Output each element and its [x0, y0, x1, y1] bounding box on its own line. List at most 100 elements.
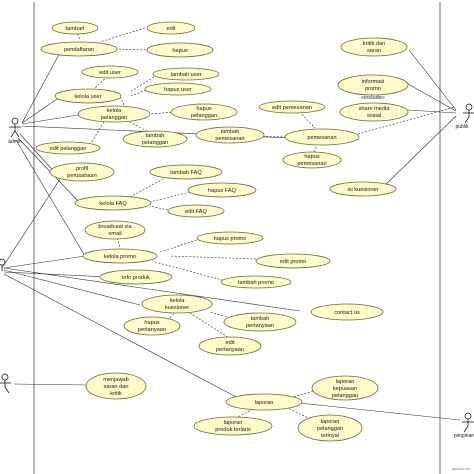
svg-text:email: email [108, 231, 121, 237]
svg-text:pelanggan: pelanggan [317, 426, 343, 432]
svg-text:contact us: contact us [334, 310, 360, 316]
actor-pimpinan: pimpinan [454, 412, 474, 439]
svg-text:kelola FAQ: kelola FAQ [99, 201, 127, 207]
svg-text:pelanggan: pelanggan [332, 393, 358, 399]
uc-edit[interactable]: edit [146, 21, 196, 35]
uc-tambah[interactable]: tambah [51, 21, 99, 35]
svg-text:laporan: laporan [321, 419, 340, 425]
svg-text:broadcast via: broadcast via [98, 224, 132, 230]
watermark: gambar.net [452, 467, 470, 471]
svg-text:kelola: kelola [170, 298, 186, 304]
svg-text:pemesanan: pemesanan [297, 161, 326, 167]
svg-text:tambah user: tambah user [170, 72, 201, 78]
svg-text:edit pemesanan: edit pemesanan [272, 105, 312, 111]
uc-pendaftaran[interactable]: pendaftaran [40, 41, 118, 57]
uc-tambah-user[interactable]: tambah user [152, 67, 220, 81]
svg-text:perusahaan: perusahaan [67, 173, 97, 179]
uc-contact-us[interactable]: contact us [310, 303, 384, 321]
uc-edit-pemesanan[interactable]: edit pemesanan [258, 100, 326, 114]
actor-admin: admin [8, 117, 22, 145]
svg-text:pemesanan: pemesanan [307, 135, 336, 141]
svg-text:kepuasan: kepuasan [333, 386, 357, 392]
uc-hapus-faq[interactable]: hapus FAQ [187, 182, 257, 198]
actor-label-public: publik [455, 124, 469, 130]
svg-text:pemesanan: pemesanan [215, 136, 244, 142]
uc-hapus-user[interactable]: hapus user [144, 82, 212, 96]
uc-hapus-promo[interactable]: hapus promo [196, 231, 264, 245]
svg-text:pendaftaran: pendaftaran [64, 47, 94, 53]
include-stereotype: «include» [361, 95, 385, 101]
uc-pemesanan[interactable]: pemesanan [284, 128, 360, 146]
uc-kelola-user[interactable]: kelola user [54, 88, 122, 104]
svg-text:saran dan: saran dan [104, 384, 129, 390]
svg-text:hapus user: hapus user [164, 87, 192, 93]
svg-text:kelola user: kelola user [74, 94, 101, 100]
svg-text:edit: edit [166, 26, 175, 32]
uc-edit-faq[interactable]: edit FAQ [167, 204, 225, 218]
svg-text:hapus: hapus [304, 154, 319, 160]
svg-text:tambah FAQ: tambah FAQ [170, 170, 202, 176]
uc-edit-pelanggan[interactable]: edit pelanggan [35, 141, 101, 155]
svg-text:promo: promo [365, 86, 381, 92]
uc-info-produk[interactable]: info produk [99, 269, 173, 285]
uc-hapus[interactable]: hapus [146, 42, 214, 58]
svg-text:sosial: sosial [367, 113, 381, 119]
use-cases: tambah edit pendaftaran hapus edit user … [35, 21, 409, 442]
svg-text:hapus: hapus [196, 106, 211, 112]
svg-text:pertanyaan: pertanyaan [138, 327, 166, 333]
actor-left-lower [0, 373, 11, 394]
actor-left-mid [0, 258, 6, 271]
uc-isi-kuesioner[interactable]: isi kuesioner [329, 181, 397, 197]
svg-text:kelola promo: kelola promo [104, 254, 136, 260]
svg-text:produk terlaris: produk terlaris [215, 427, 251, 433]
svg-text:edit user: edit user [99, 70, 121, 76]
actor-label-pimpinan: pimpinan [454, 433, 474, 439]
uc-tambah-promo[interactable]: tambah promo [220, 275, 292, 289]
svg-text:informasi: informasi [362, 79, 385, 85]
uc-edit-user[interactable]: edit user [81, 65, 139, 79]
svg-text:edit pelanggan: edit pelanggan [50, 146, 87, 152]
system-boundary [33, 2, 441, 474]
relations [1, 26, 461, 425]
uc-kelola-faq[interactable]: kelola FAQ [74, 195, 152, 211]
svg-text:tambah: tambah [251, 316, 270, 322]
svg-text:laporan: laporan [255, 400, 274, 406]
uc-laporan[interactable]: laporan [225, 393, 303, 411]
svg-text:laporan: laporan [336, 379, 355, 385]
svg-text:info produk: info produk [122, 275, 150, 281]
svg-text:hapus: hapus [144, 320, 159, 326]
uc-kelola-promo[interactable]: kelola promo [82, 248, 158, 264]
svg-text:pelanggan: pelanggan [142, 140, 168, 146]
svg-text:hapus promo: hapus promo [214, 236, 247, 242]
svg-text:terloyal: terloyal [321, 433, 339, 439]
svg-text:laporan: laporan [224, 420, 243, 426]
uc-tambah-faq[interactable]: tambah FAQ [149, 164, 223, 180]
svg-text:profil: profil [76, 166, 88, 172]
uc-edit-promo[interactable]: edit promo [255, 253, 331, 269]
svg-text:isi kuesioner: isi kuesioner [347, 187, 378, 193]
actor-label-admin: admin [8, 139, 22, 145]
svg-text:hapus FAQ: hapus FAQ [208, 188, 237, 194]
svg-text:edit FAQ: edit FAQ [185, 209, 207, 215]
svg-text:tambah: tambah [66, 26, 85, 32]
